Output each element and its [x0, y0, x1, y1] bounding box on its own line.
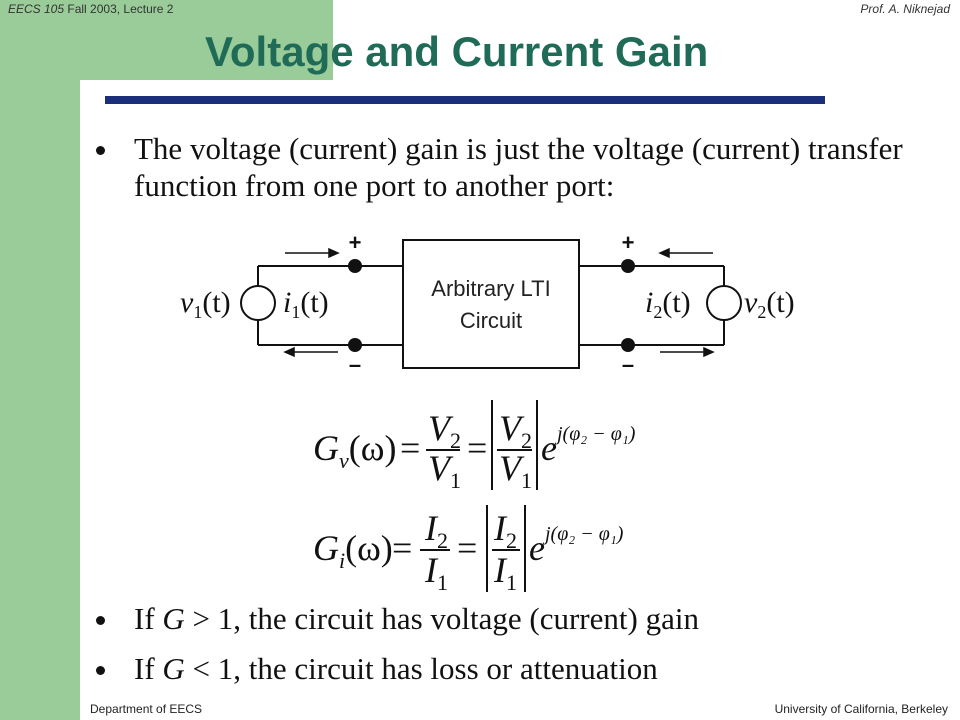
i2-label: i2(t): [645, 286, 691, 322]
gv-equals-1: =: [400, 428, 420, 468]
gi-lhs: Gi(ω): [313, 528, 393, 573]
gv-den-1: V1: [428, 448, 461, 493]
footer-department: Department of EECS: [90, 702, 203, 716]
course-code: EECS 105: [8, 2, 65, 16]
current-gain-equation: Gi(ω) = I2 I1 = I2 I1 ej(φ₂ − φ₁): [313, 505, 624, 595]
gi-equals-1: =: [392, 528, 412, 568]
slide-title: Voltage and Current Gain: [205, 28, 709, 75]
gi-exponential: ej(φ₂ − φ₁): [529, 523, 624, 568]
gv-num-1: V2: [428, 408, 461, 453]
course-detail: Fall 2003, Lecture 2: [64, 2, 174, 16]
voltage-gain-equation: Gv(ω) = V2 V1 = V2 V1 ej(φ₂ − φ₁): [313, 400, 636, 493]
sidebar-band: [0, 0, 80, 720]
gi-den-1: I1: [424, 550, 448, 595]
circuit-box-label-line1: Arbitrary LTI: [431, 276, 550, 301]
footer-university: University of California, Berkeley: [774, 702, 948, 716]
bullet-dot: [96, 616, 105, 625]
v1-label: v1(t): [180, 286, 231, 322]
arrow-left-bottom-head: [283, 346, 295, 358]
left-port-top-node: [348, 259, 362, 273]
bullet-text: If G > 1, the circuit has voltage (curre…: [134, 601, 699, 636]
arrow-right-bottom-head: [703, 346, 715, 358]
bullet-text: If G < 1, the circuit has loss or attenu…: [134, 651, 658, 686]
left-port-bottom-node: [348, 338, 362, 352]
current-arrows: [283, 247, 715, 358]
v2-label: v2(t): [744, 286, 795, 322]
circuit-box-label-line2: Circuit: [460, 308, 522, 333]
circuit-box: [402, 239, 580, 369]
right-port-top-node: [621, 259, 635, 273]
arrow-left-top-head: [328, 247, 340, 259]
author-header: Prof. A. Niknejad: [860, 2, 950, 16]
right-plus-sign: +: [622, 230, 635, 255]
arrow-right-top-head: [658, 247, 670, 259]
gi-num-1: I2: [424, 508, 448, 553]
title-underline: [105, 96, 825, 104]
left-plus-sign: +: [349, 230, 362, 255]
course-header: EECS 105 Fall 2003, Lecture 2: [8, 2, 173, 16]
gi-num-2: I2: [493, 508, 517, 553]
i1-label: i1(t): [283, 286, 329, 322]
gv-equals-2: =: [467, 428, 487, 468]
right-minus-sign: –: [622, 352, 634, 377]
header-band: [0, 0, 333, 80]
bullet-text: The voltage (current) gain is just the v…: [134, 131, 903, 203]
bullet-dot: [96, 146, 105, 155]
left-source-circle: [240, 285, 276, 321]
gi-equals-2: =: [457, 528, 477, 568]
left-minus-sign: –: [349, 352, 361, 377]
right-port-bottom-node: [621, 338, 635, 352]
gi-den-2: I1: [493, 550, 517, 595]
gv-num-2: V2: [499, 408, 532, 453]
gv-exponential: ej(φ₂ − φ₁): [541, 423, 636, 468]
gv-den-2: V1: [499, 448, 532, 493]
gv-lhs: Gv(ω): [313, 428, 396, 473]
bullet-dot: [96, 666, 105, 675]
right-source-circle: [706, 285, 742, 321]
